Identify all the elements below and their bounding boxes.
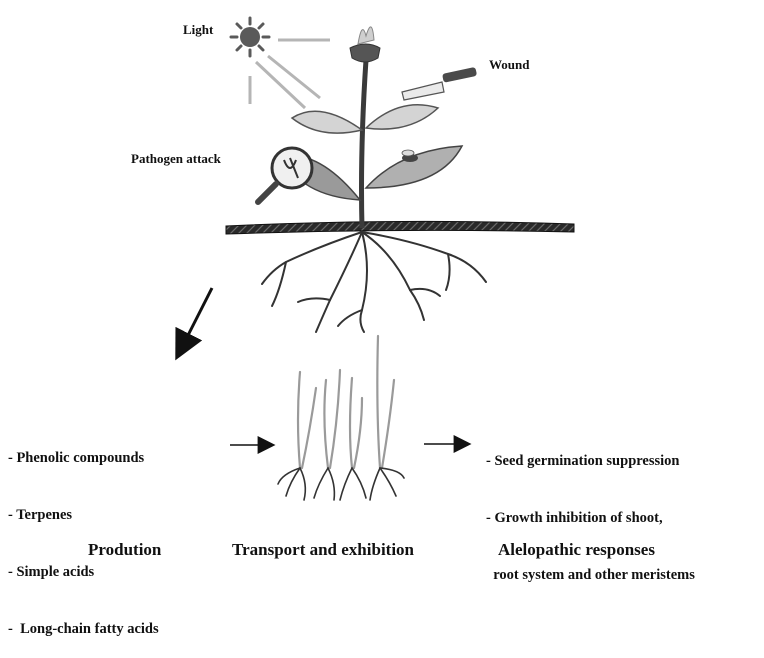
knife-icon	[402, 67, 477, 100]
production-item: - Terpenes	[8, 506, 159, 525]
left-upper-leaf	[292, 111, 362, 133]
response-item: - Seed germination suppression	[486, 452, 695, 471]
response-item: root system and other meristems	[486, 566, 695, 585]
seedling-roots	[278, 468, 404, 500]
plant-stem	[362, 60, 367, 228]
light-label: Light	[183, 22, 213, 38]
production-list: - Phenolic compounds - Terpenes - Simple…	[8, 411, 159, 658]
right-upper-leaf	[366, 105, 438, 129]
responses-list: - Seed germination suppression - Growth …	[486, 414, 695, 604]
downward-arrow	[178, 288, 212, 355]
insect-icon	[402, 150, 418, 162]
production-item: - Phenolic compounds	[8, 449, 159, 468]
caption-production: Prodution	[88, 540, 161, 560]
production-item: - Long-chain fatty acids	[8, 620, 159, 639]
pathogen-attack-label: Pathogen attack	[131, 151, 221, 167]
seedlings-icon	[298, 336, 394, 468]
soil-line	[226, 221, 574, 234]
sun-icon	[231, 18, 269, 56]
caption-transport: Transport and exhibition	[232, 540, 414, 560]
magnifier-icon	[258, 148, 312, 202]
response-item: - Growth inhibition of shoot,	[486, 509, 695, 528]
caption-responses: Alelopathic responses	[498, 540, 655, 560]
plant-roots	[262, 232, 486, 332]
flower-icon	[350, 27, 380, 62]
wound-label: Wound	[489, 57, 529, 73]
